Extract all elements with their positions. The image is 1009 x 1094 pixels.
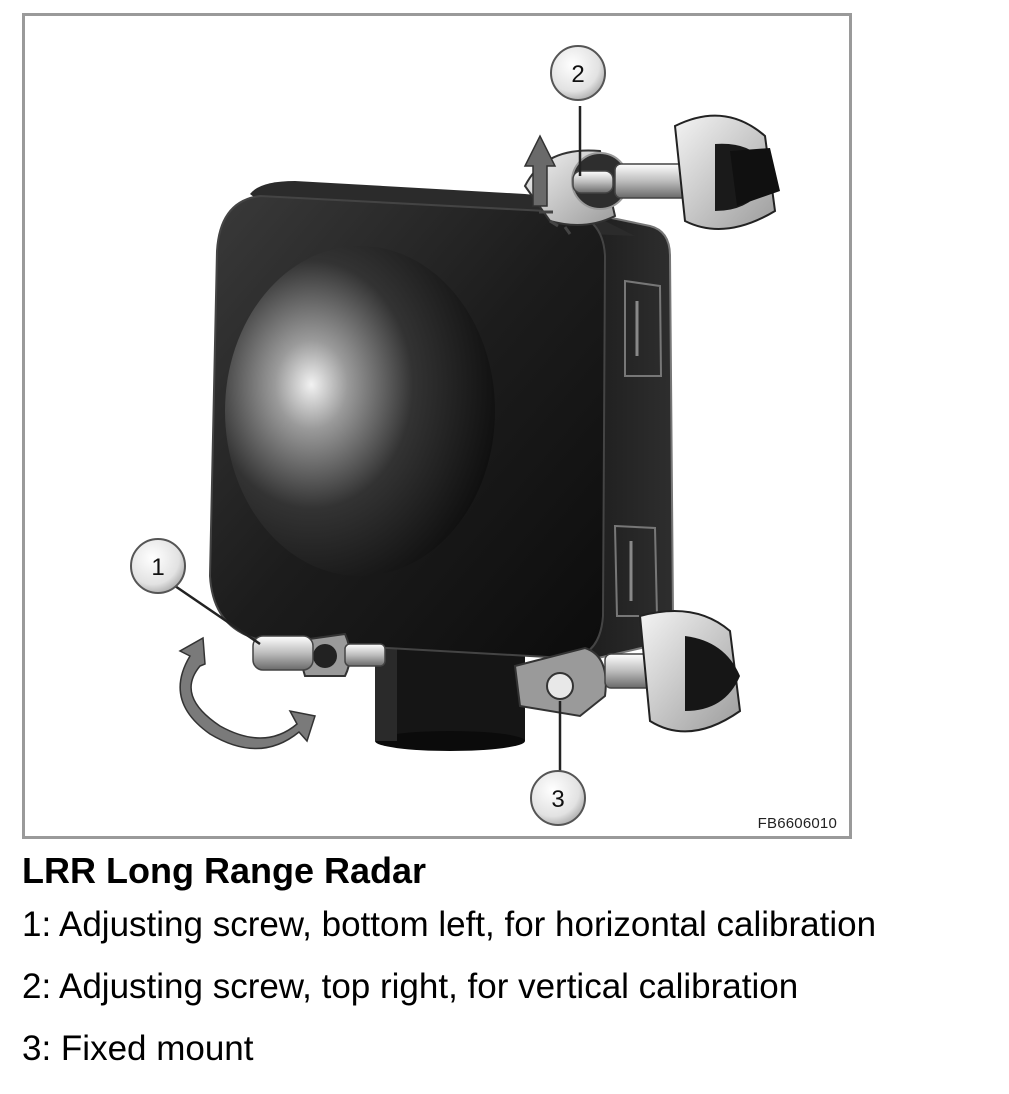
callout-2: 2 — [550, 45, 606, 101]
legend-item-1: 1: Adjusting screw, bottom left, for hor… — [22, 905, 877, 944]
radar-dome-lens — [225, 246, 495, 576]
radar-figure: 2 1 3 FB6606010 — [22, 13, 852, 839]
adjusting-screw-bottom-left — [252, 632, 386, 677]
svg-text:1: 1 — [151, 554, 164, 581]
rotation-arrow-bottom-icon — [178, 636, 316, 750]
caption: LRR Long Range Radar 1: Adjusting screw,… — [22, 848, 1002, 1088]
svg-text:2: 2 — [571, 61, 584, 88]
figure-code: FB6606010 — [757, 815, 837, 832]
fixed-mount — [513, 610, 742, 733]
legend-item-3: 3: Fixed mount — [22, 1029, 254, 1068]
adjusting-screw-top-right — [523, 114, 780, 235]
rotation-arrow-top-icon — [523, 134, 557, 207]
leader-line-1 — [174, 584, 261, 646]
callout-1: 1 — [130, 538, 186, 594]
caption-title: LRR Long Range Radar — [22, 850, 427, 891]
svg-text:3: 3 — [551, 786, 564, 813]
radar-illustration: 2 1 3 — [130, 45, 780, 826]
callout-3: 3 — [530, 770, 586, 826]
legend-item-2: 2: Adjusting screw, top right, for verti… — [22, 967, 799, 1006]
